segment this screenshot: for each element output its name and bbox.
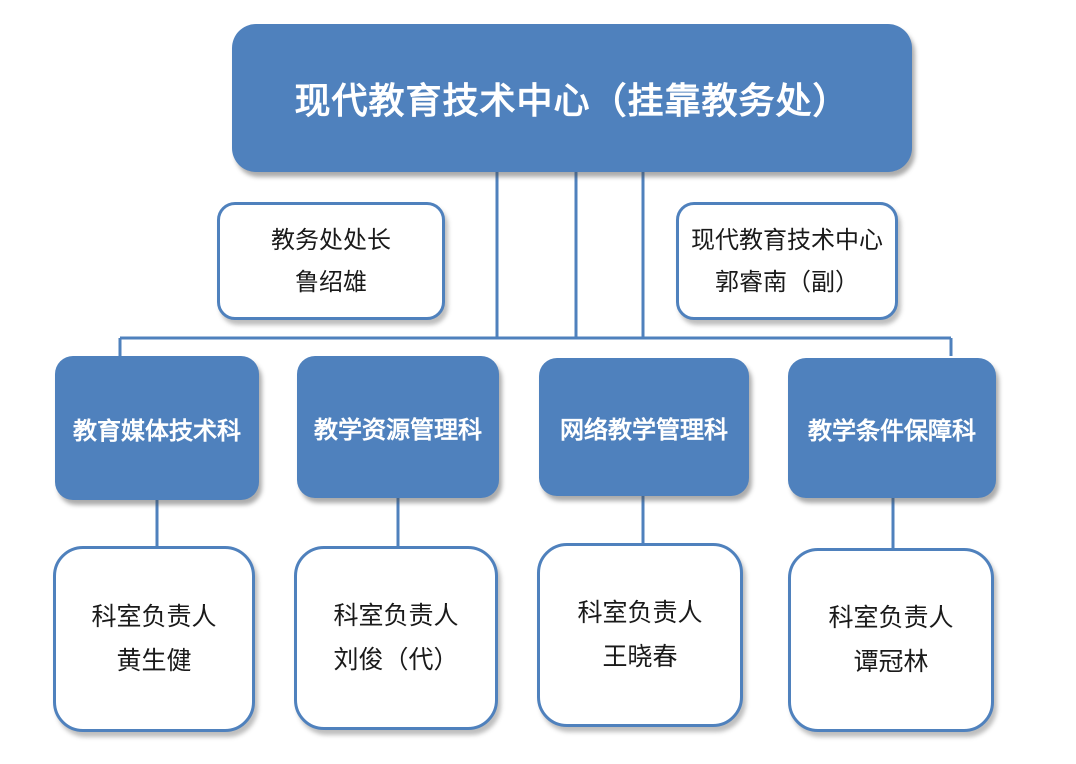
root-node-title: 现代教育技术中心（挂靠教务处） xyxy=(232,24,912,172)
dept-node-resource-mgmt: 教学资源管理科 xyxy=(297,356,499,498)
deputy-note-name: 郭睿南（副） xyxy=(715,268,859,296)
lead-title: 科室负责人 xyxy=(577,598,703,627)
lead-name: 黄生健 xyxy=(116,646,192,675)
lead-name: 谭冠林 xyxy=(853,647,929,676)
lead-box-resource-mgmt: 科室负责人 刘俊（代） xyxy=(294,546,498,730)
dept-node-network-teaching: 网络教学管理科 xyxy=(539,358,749,496)
lead-box-media-tech: 科室负责人 黄生健 xyxy=(53,546,255,732)
dept-node-media-tech: 教育媒体技术科 xyxy=(55,356,259,500)
lead-name: 刘俊（代） xyxy=(333,645,459,674)
lead-title: 科室负责人 xyxy=(333,601,459,630)
director-note-title: 教务处处长 xyxy=(271,226,391,254)
lead-name: 王晓春 xyxy=(602,642,678,671)
lead-box-network-teaching: 科室负责人 王晓春 xyxy=(537,543,743,727)
dept-name: 网络教学管理科 xyxy=(560,415,728,444)
lead-box-conditions: 科室负责人 谭冠林 xyxy=(788,548,994,732)
director-note-name: 鲁绍雄 xyxy=(295,268,367,296)
lead-title: 科室负责人 xyxy=(91,602,217,631)
deputy-note: 现代教育技术中心 郭睿南（副） xyxy=(676,202,898,320)
lead-title: 科室负责人 xyxy=(828,603,954,632)
dept-name: 教学条件保障科 xyxy=(808,416,976,445)
deputy-note-title: 现代教育技术中心 xyxy=(691,226,883,254)
director-note: 教务处处长 鲁绍雄 xyxy=(217,202,445,320)
dept-name: 教学资源管理科 xyxy=(314,415,482,444)
dept-node-conditions: 教学条件保障科 xyxy=(788,358,996,498)
dept-name: 教育媒体技术科 xyxy=(73,416,241,445)
